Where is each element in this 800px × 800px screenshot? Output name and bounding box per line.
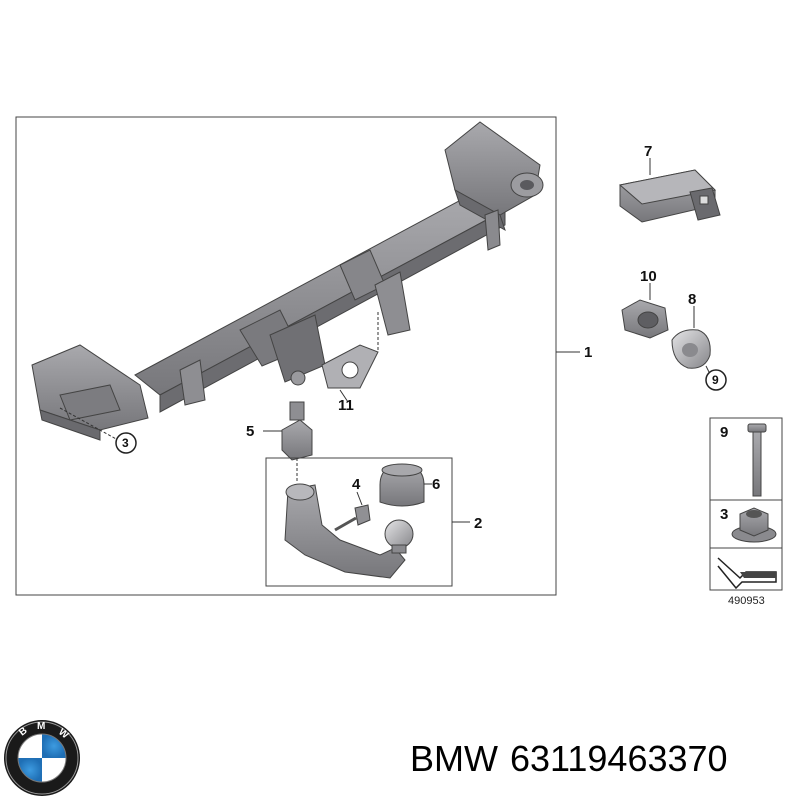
callout-4: 4 <box>352 476 361 493</box>
svg-text:3: 3 <box>122 436 129 450</box>
svg-text:M: M <box>37 721 45 732</box>
tow-hitch-ball-arm <box>284 483 414 579</box>
callout-8: 8 <box>688 291 696 308</box>
part-caption: BMW 63119463370 <box>410 738 740 780</box>
legend-flange-nut <box>731 507 777 543</box>
legend-box: 9 3 <box>709 417 783 591</box>
brand-name: BMW <box>410 738 498 779</box>
callout-2: 2 <box>474 515 482 532</box>
callout-7: 7 <box>644 143 652 160</box>
callout-10: 10 <box>640 268 657 285</box>
legend-item-3: 3 <box>720 506 728 523</box>
legend-long-bolt <box>747 423 767 497</box>
hitch-bolt <box>334 504 371 532</box>
reference-number: 490953 <box>728 595 765 607</box>
trailer-control-module <box>618 169 721 223</box>
tow-ball-cap <box>379 463 425 507</box>
legend-arrow-symbol <box>717 557 777 590</box>
gasket-plate <box>321 312 379 389</box>
callout-6: 6 <box>432 476 440 493</box>
part-number: 63119463370 <box>509 738 728 779</box>
left-mount-bracket <box>31 344 149 441</box>
bmw-logo: B M W <box>4 720 80 796</box>
socket-housing <box>621 299 669 339</box>
callout-9-circle: 9 <box>705 369 727 391</box>
callout-11: 11 <box>338 397 354 414</box>
tow-bar-crossbeam <box>134 194 507 413</box>
callout-1: 1 <box>584 344 592 361</box>
main-frame <box>15 116 557 596</box>
right-mount-bracket <box>444 121 544 251</box>
socket-bracket <box>281 401 313 482</box>
callout-3-circle: 3 <box>115 432 137 454</box>
legend-item-9: 9 <box>720 424 728 441</box>
callout-5: 5 <box>246 423 254 440</box>
svg-text:9: 9 <box>712 373 719 387</box>
socket-cover <box>671 329 711 369</box>
